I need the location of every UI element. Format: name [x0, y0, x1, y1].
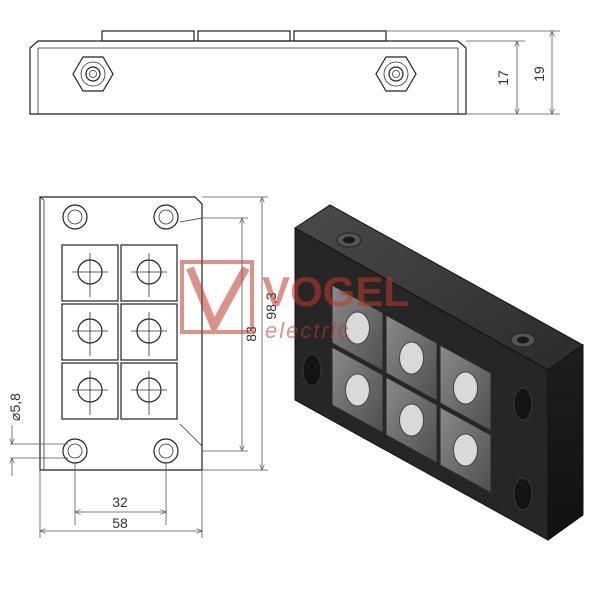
watermark-brand: VOGEL: [262, 268, 409, 315]
side-body-outline: [29, 40, 467, 115]
front-view: 83 98,3 32 58 ⌀5,8: [7, 197, 279, 538]
grommet-cell: [120, 303, 178, 361]
hex-nut-icon: [375, 56, 417, 92]
box-side-face: [547, 344, 584, 541]
hex-nut-icon: [72, 56, 114, 92]
screw-hole-tr: [153, 204, 179, 230]
grommet-strip-1: [101, 30, 195, 42]
grommet-grid: [61, 244, 178, 420]
screw-hole-br: [153, 438, 179, 464]
grommet-cell: [61, 362, 119, 420]
grommet-cell: [61, 303, 119, 361]
dim-98-3: 98,3: [263, 292, 279, 319]
iso-grommet-cell: [385, 376, 438, 464]
isometric-view: [294, 204, 584, 541]
hex-socket-screw-icon: [336, 232, 362, 248]
mount-hole: [513, 477, 533, 511]
iso-grommet-cell: [331, 284, 384, 372]
dim-17: 17: [495, 70, 511, 86]
iso-grommet-cell: [331, 346, 384, 434]
watermark-sub: electric: [265, 318, 351, 343]
hex-socket-screw-icon: [510, 332, 536, 348]
dim-hole-diameter: ⌀5,8: [7, 393, 23, 421]
iso-grommet-cell: [439, 406, 492, 494]
grommet-strip-2: [197, 30, 291, 42]
logo-v-icon: [180, 260, 254, 336]
grommet-strip-3: [293, 30, 387, 42]
dim-19: 19: [531, 66, 547, 82]
mount-hole: [302, 353, 322, 387]
screw-hole-tl: [62, 204, 88, 230]
front-body-outline: [39, 196, 203, 471]
watermark: VOGEL electric: [180, 260, 409, 343]
grommet-cell: [61, 244, 119, 302]
iso-grommet-cell: [439, 344, 492, 432]
iso-grommet-cell: [385, 314, 438, 402]
mount-hole: [513, 387, 533, 421]
iso-grommet-grid: [331, 284, 492, 494]
side-view: 17 19: [29, 30, 560, 115]
grommet-cell: [120, 362, 178, 420]
dim-32: 32: [112, 494, 128, 510]
screw-hole-bl: [62, 438, 88, 464]
grommet-cell: [120, 244, 178, 302]
dim-58: 58: [112, 515, 128, 531]
